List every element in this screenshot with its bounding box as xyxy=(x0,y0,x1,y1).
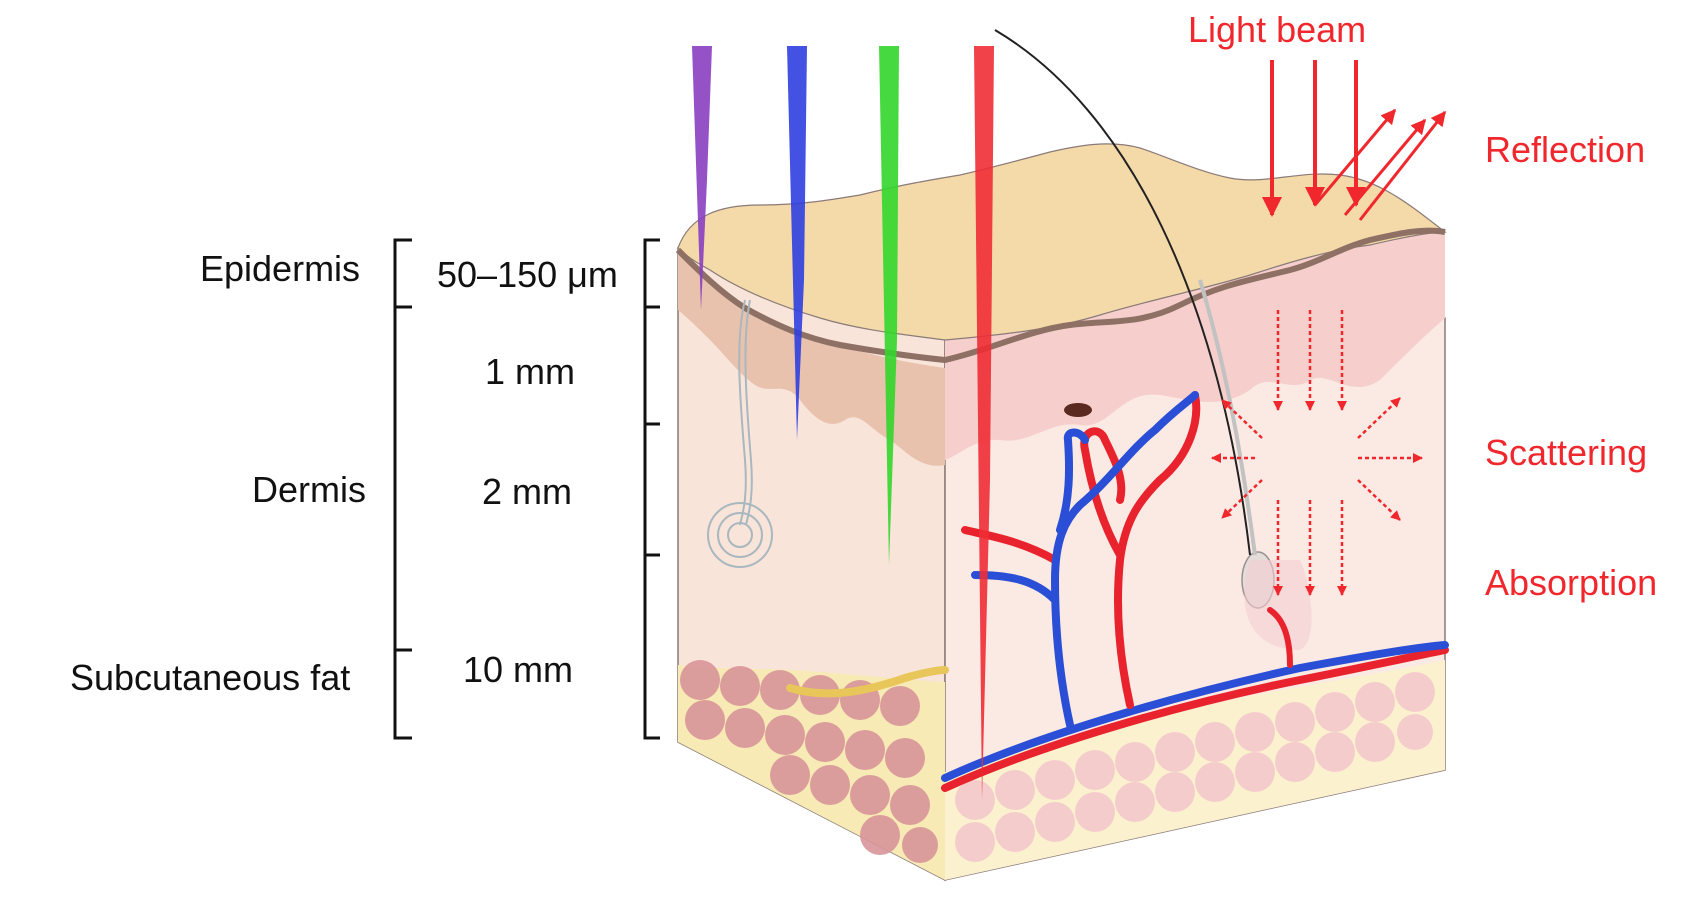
depth-label-1mm: 1 mm xyxy=(485,351,575,392)
left-epidermis-band xyxy=(678,248,945,466)
epidermis-label: Epidermis xyxy=(200,248,361,289)
reflection-label: Reflection xyxy=(1485,129,1646,170)
violet-beam xyxy=(692,46,712,310)
follicle-sheath xyxy=(1244,560,1312,650)
red-beam xyxy=(974,46,994,800)
depth-bracket xyxy=(643,238,660,740)
light-beams xyxy=(692,46,994,800)
sweat-gland xyxy=(707,299,773,568)
artery-main xyxy=(941,646,1449,792)
blood-vessels xyxy=(941,391,1449,792)
depth-label-50-150um: 50–150 μm xyxy=(437,254,618,295)
follicle-mite xyxy=(1064,403,1092,417)
absorption-label: Absorption xyxy=(1485,562,1658,603)
scattering-label: Scattering xyxy=(1485,432,1648,473)
left-fat-cells xyxy=(680,660,938,863)
depth-label-10mm: 10 mm xyxy=(463,649,574,690)
hair-shaft-inner xyxy=(1198,279,1257,556)
vein-branch-3 xyxy=(1056,428,1089,534)
vein-main xyxy=(941,641,1449,782)
blue-beam xyxy=(787,46,807,440)
right-fat-cells xyxy=(955,672,1435,862)
subcutaneous-fat-label: Subcutaneous fat xyxy=(70,657,351,698)
right-epidermis-band xyxy=(945,232,1445,460)
depth-label-2mm: 2 mm xyxy=(482,471,572,512)
dermis-label: Dermis xyxy=(252,469,366,510)
scattering-arrows xyxy=(1211,310,1423,596)
artery-branch-3 xyxy=(961,526,1059,564)
skin-block xyxy=(675,29,1449,882)
layer-bracket xyxy=(393,238,412,740)
incident-arrows xyxy=(1262,60,1366,217)
green-beam xyxy=(879,46,899,565)
top-surface xyxy=(677,143,1447,341)
reflection-arrows xyxy=(1313,108,1447,221)
artery-branch-1 xyxy=(1114,391,1201,709)
nerve xyxy=(786,666,949,698)
artery-follicle xyxy=(1267,607,1293,668)
hair-shaft xyxy=(994,29,1251,556)
basement-line xyxy=(675,227,1446,364)
light-beam-label: Light beam xyxy=(1188,9,1367,50)
vein-branch-1 xyxy=(1050,391,1199,729)
